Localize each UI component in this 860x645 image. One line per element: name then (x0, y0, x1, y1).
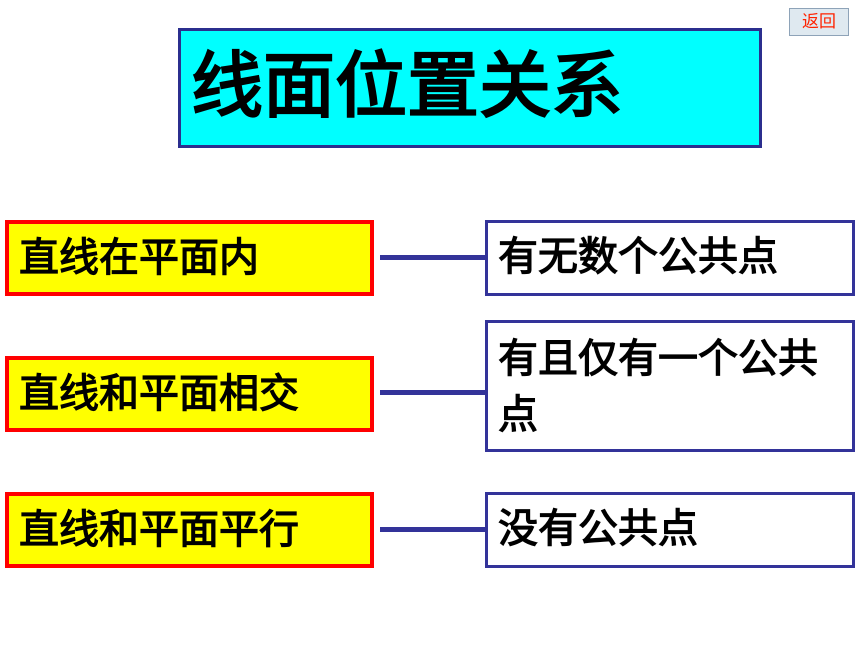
relation-intersect: 直线和平面相交 (5, 356, 374, 432)
page-title: 线面位置关系 (178, 28, 762, 148)
result-in-plane: 有无数个公共点 (485, 220, 855, 296)
result-parallel: 没有公共点 (485, 492, 855, 568)
connector-line-parallel (380, 527, 486, 532)
connector-line-in-plane (380, 255, 486, 260)
connector-line-intersect (380, 390, 486, 395)
back-button[interactable]: 返回 (789, 8, 849, 36)
result-intersect: 有且仅有一个公共点 (485, 320, 855, 452)
relation-parallel: 直线和平面平行 (5, 492, 374, 568)
relation-in-plane: 直线在平面内 (5, 220, 374, 296)
